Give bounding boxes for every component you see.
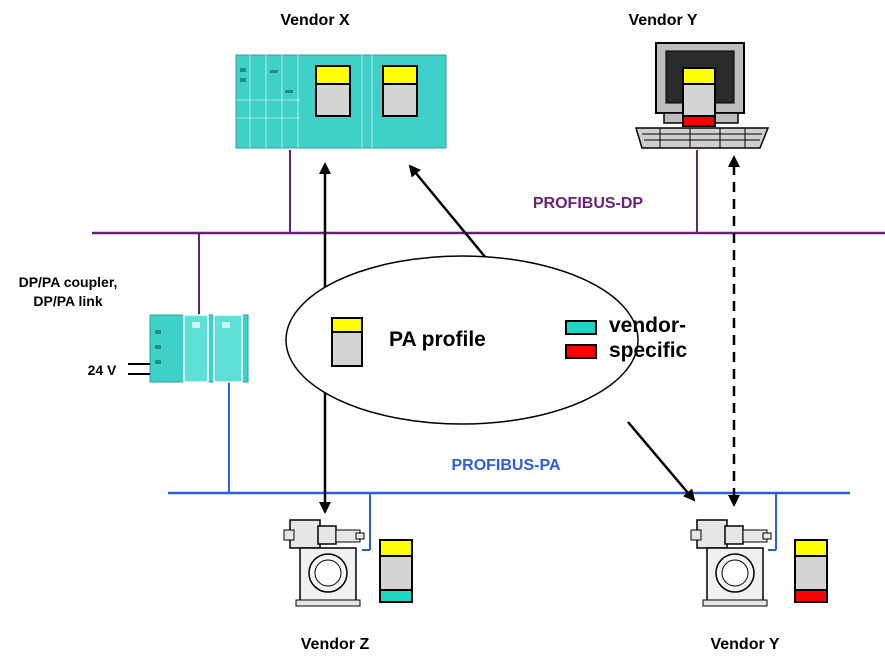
pa-profile-legend-block — [331, 317, 363, 367]
vendor-x-label: Vendor X — [280, 12, 350, 29]
profibus-dp-label: PROFIBUS-DP — [533, 195, 644, 212]
coupler-label-line1: DP/PA coupler, — [19, 274, 118, 290]
profibus-dp-bus — [92, 150, 885, 318]
profibus-pa-label: PROFIBUS-PA — [451, 457, 560, 474]
vendor-z-device-block — [379, 539, 413, 603]
dp-pa-coupler — [149, 314, 249, 383]
vendor-x-device-block-2 — [382, 65, 418, 117]
vendor-specific-teal-swatch — [565, 320, 597, 335]
vendor-y-bottom-label: Vendor Y — [710, 636, 779, 653]
coupler-label-line2: DP/PA link — [33, 293, 102, 309]
vendor-y-bottom-device-block — [794, 539, 828, 603]
arrow-ellipse-to-vendor-x — [408, 164, 487, 259]
voltage-label: 24 V — [88, 362, 117, 378]
vendor-z-field-device — [283, 519, 365, 607]
vendor-specific-red-swatch — [565, 344, 597, 359]
power-connector — [128, 363, 150, 375]
vendor-specific-legend-line1: vendor- — [609, 314, 686, 337]
pa-profile-legend-label: PA profile — [389, 328, 486, 351]
vendor-y-top-device-block — [682, 67, 716, 127]
vendor-y-field-device — [690, 519, 772, 607]
arrow-ellipse-to-vendor-y-bottom — [627, 421, 696, 502]
vendor-y-top-label: Vendor Y — [628, 12, 697, 29]
vendor-specific-legend-line2: specific — [609, 339, 688, 362]
profile-legend-ellipse — [285, 255, 639, 425]
vendor-z-label: Vendor Z — [301, 636, 370, 653]
vendor-x-device-block-1 — [315, 65, 351, 117]
